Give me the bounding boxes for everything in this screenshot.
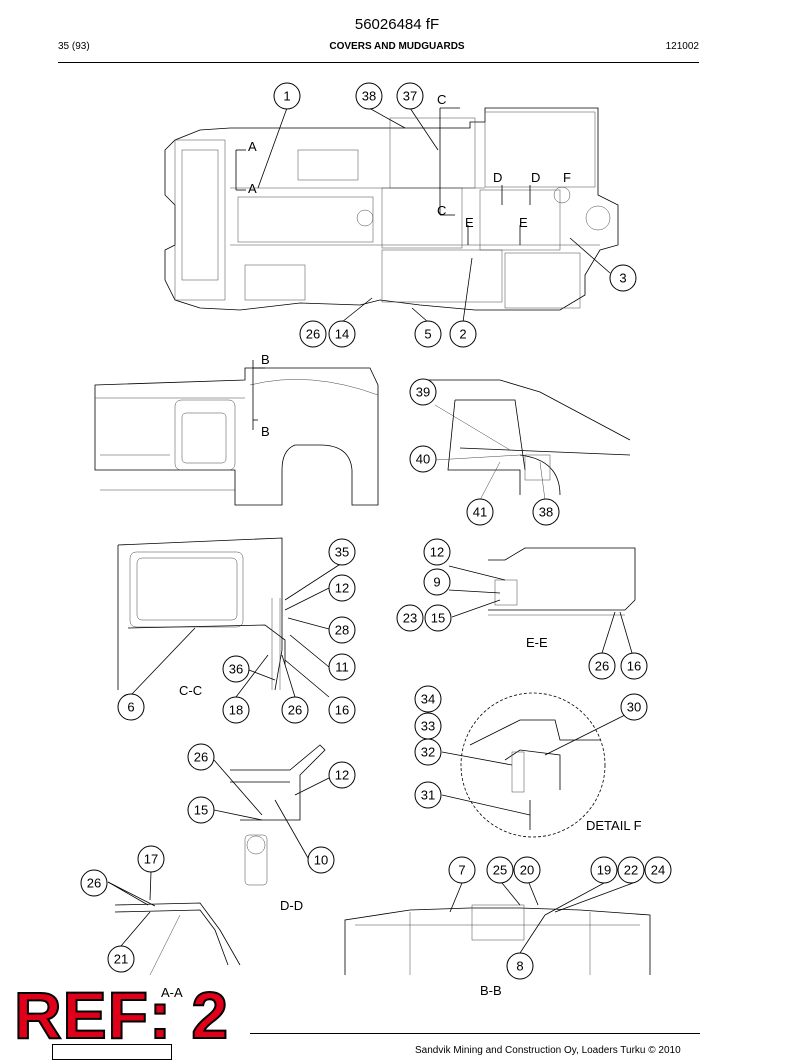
callout-36: 36 bbox=[229, 662, 243, 677]
header-divider bbox=[58, 62, 699, 63]
callout-26b: 26 bbox=[288, 703, 302, 718]
page-title: COVERS AND MUDGUARDS bbox=[329, 41, 465, 52]
callout-12b: 12 bbox=[430, 545, 444, 560]
callout-30: 30 bbox=[627, 700, 641, 715]
section-dd-linework bbox=[213, 744, 330, 886]
callout-9: 9 bbox=[433, 575, 440, 590]
callout-17: 17 bbox=[144, 852, 158, 867]
callout-39: 39 bbox=[416, 385, 430, 400]
section-cc-linework bbox=[117, 537, 343, 698]
callout-3: 3 bbox=[619, 271, 626, 286]
callout-23: 23 bbox=[403, 611, 417, 626]
callout-26: 26 bbox=[306, 327, 320, 342]
ref-stamp: REF: 2 bbox=[13, 978, 230, 1052]
callout-26e: 26 bbox=[87, 876, 101, 891]
callout-18: 18 bbox=[229, 703, 243, 718]
callout-28: 28 bbox=[335, 623, 349, 638]
callout-19: 19 bbox=[597, 863, 611, 878]
callout-22: 22 bbox=[624, 863, 638, 878]
callout-26d: 26 bbox=[194, 750, 208, 765]
view-letters: A A C C D D F E E B B bbox=[248, 92, 571, 439]
callout-21: 21 bbox=[114, 952, 128, 967]
section-label-aa: A-A bbox=[161, 985, 183, 1000]
footer-divider bbox=[250, 1033, 700, 1034]
callout-2: 2 bbox=[459, 327, 466, 342]
callout-25: 25 bbox=[493, 863, 507, 878]
callout-12: 12 bbox=[335, 581, 349, 596]
callout-31: 31 bbox=[421, 788, 435, 803]
view-letter-c2: C bbox=[437, 203, 446, 218]
plan-view-linework bbox=[164, 107, 619, 323]
callout-37: 37 bbox=[403, 89, 417, 104]
section-aa-linework bbox=[107, 871, 241, 976]
section-label-detail-f: DETAIL F bbox=[586, 818, 642, 833]
callout-8: 8 bbox=[516, 959, 523, 974]
callout-5: 5 bbox=[424, 327, 431, 342]
isometric-detail-linework bbox=[420, 379, 631, 501]
callout-41: 41 bbox=[473, 505, 487, 520]
callout-38b: 38 bbox=[539, 505, 553, 520]
callout-10: 10 bbox=[314, 853, 328, 868]
section-label-bb: B-B bbox=[480, 983, 502, 998]
callout-15: 15 bbox=[431, 611, 445, 626]
section-ee-linework bbox=[448, 547, 636, 654]
section-label-ee: E-E bbox=[526, 635, 548, 650]
callout-32: 32 bbox=[421, 745, 435, 760]
view-letter-b2: B bbox=[261, 424, 270, 439]
callout-6: 6 bbox=[127, 700, 134, 715]
page-number: 35 (93) bbox=[58, 41, 90, 52]
date-code: 121002 bbox=[665, 41, 699, 52]
callout-35: 35 bbox=[335, 545, 349, 560]
callout-bubbles: 1 38 37 3 26 14 5 2 39 40 41 38 35 12 28… bbox=[80, 82, 672, 980]
view-letter-e2: E bbox=[519, 215, 528, 230]
section-label-cc: C-C bbox=[179, 683, 202, 698]
callout-11: 11 bbox=[335, 660, 349, 675]
footer-copyright: Sandvik Mining and Construction Oy, Load… bbox=[415, 1045, 681, 1056]
callout-14: 14 bbox=[335, 327, 349, 342]
callout-15b: 15 bbox=[194, 803, 208, 818]
callout-7: 7 bbox=[458, 863, 465, 878]
document-number: 56026484 fF bbox=[354, 16, 440, 33]
detail-f-linework bbox=[441, 692, 626, 838]
section-bb-linework bbox=[344, 882, 651, 975]
view-letter-d1: D bbox=[493, 170, 502, 185]
callout-20: 20 bbox=[520, 863, 534, 878]
view-letter-d2: D bbox=[531, 170, 540, 185]
view-letter-c1: C bbox=[437, 92, 446, 107]
callout-1: 1 bbox=[283, 89, 290, 104]
callout-24: 24 bbox=[651, 863, 665, 878]
view-letter-e1: E bbox=[465, 215, 474, 230]
callout-38: 38 bbox=[362, 89, 376, 104]
section-labels: C-C E-E D-D A-A B-B DETAIL F bbox=[161, 635, 642, 1000]
callout-16: 16 bbox=[335, 703, 349, 718]
view-letter-a1: A bbox=[248, 139, 257, 154]
callout-40: 40 bbox=[416, 452, 430, 467]
callout-16b: 16 bbox=[627, 659, 641, 674]
callout-26c: 26 bbox=[595, 659, 609, 674]
callout-33: 33 bbox=[421, 719, 435, 734]
callout-34: 34 bbox=[421, 692, 435, 707]
view-letter-a2: A bbox=[248, 181, 257, 196]
view-letter-b1: B bbox=[261, 352, 270, 367]
callout-12c: 12 bbox=[335, 768, 349, 783]
view-letter-f: F bbox=[563, 170, 571, 185]
side-view-linework bbox=[94, 360, 379, 506]
section-label-dd: D-D bbox=[280, 898, 303, 913]
